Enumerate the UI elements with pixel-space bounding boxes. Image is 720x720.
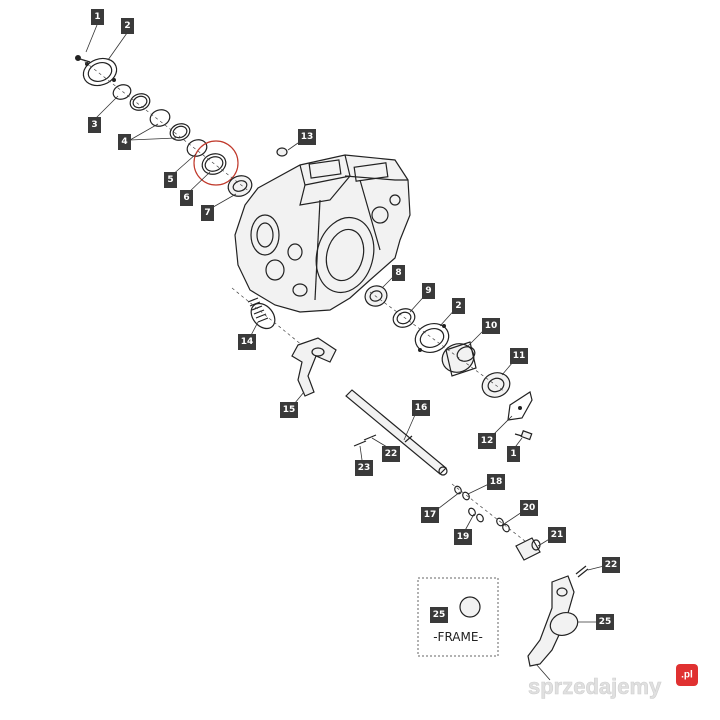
svg-text:18: 18 xyxy=(490,477,503,487)
highlight-circle xyxy=(193,140,239,186)
svg-text:3: 3 xyxy=(91,120,97,130)
callout-7: 7 xyxy=(201,205,214,221)
callout-16: 16 xyxy=(412,400,430,416)
svg-text:14: 14 xyxy=(241,337,254,347)
part-fork-15 xyxy=(291,337,337,397)
svg-text:20: 20 xyxy=(523,503,536,513)
watermark: sprzedajemy .pl xyxy=(528,664,698,699)
callout-23: 23 xyxy=(355,460,373,476)
part-pin-13 xyxy=(276,142,299,157)
callout-12: 12 xyxy=(478,433,496,449)
svg-text:16: 16 xyxy=(415,403,428,413)
callout-13: 13 xyxy=(298,129,316,145)
part-bearing-8 xyxy=(364,285,388,307)
part-pins-22-23 xyxy=(353,434,377,447)
part-retainer-plate-top xyxy=(82,57,118,87)
callout-2b: 2 xyxy=(452,298,465,314)
frame-box: -FRAME- xyxy=(417,577,499,657)
callout-1b: 1 xyxy=(507,446,520,462)
callout-22a: 22 xyxy=(382,446,400,462)
callout-11: 11 xyxy=(510,348,528,364)
svg-text:19: 19 xyxy=(457,532,470,542)
svg-text:.pl: .pl xyxy=(681,670,693,681)
callout-6: 6 xyxy=(180,190,193,206)
callout-15: 15 xyxy=(280,402,298,418)
callout-21: 21 xyxy=(548,527,566,543)
svg-text:2: 2 xyxy=(124,21,130,31)
callout-25a: 25 xyxy=(430,607,448,623)
part-pin-22b xyxy=(575,565,589,578)
part-cover-10 xyxy=(441,341,477,377)
svg-text:5: 5 xyxy=(167,175,173,185)
svg-text:8: 8 xyxy=(395,268,401,278)
svg-text:7: 7 xyxy=(204,208,210,218)
svg-text:1: 1 xyxy=(94,12,100,22)
frame-label: -FRAME- xyxy=(433,630,483,644)
svg-text:12: 12 xyxy=(481,436,494,446)
callout-22b: 22 xyxy=(602,557,620,573)
callout-19: 19 xyxy=(454,529,472,545)
part-screw-top xyxy=(75,55,91,63)
leader-lines xyxy=(85,24,609,681)
callout-3: 3 xyxy=(88,117,101,133)
svg-text:23: 23 xyxy=(358,463,371,473)
part-shaft-16 xyxy=(345,389,448,476)
svg-text:6: 6 xyxy=(183,193,189,203)
svg-text:25: 25 xyxy=(433,610,446,620)
part-small-rings xyxy=(454,485,510,533)
callout-8: 8 xyxy=(392,265,405,281)
callout-20: 20 xyxy=(520,500,538,516)
svg-text:4: 4 xyxy=(121,137,127,147)
svg-text:10: 10 xyxy=(485,321,498,331)
callout-2a: 2 xyxy=(121,18,134,34)
callout-9: 9 xyxy=(422,283,435,299)
part-collar-21 xyxy=(515,537,541,561)
callout-14: 14 xyxy=(238,334,256,350)
callout-4: 4 xyxy=(118,134,131,150)
part-plate-12 xyxy=(507,391,533,421)
svg-text:9: 9 xyxy=(425,286,431,296)
svg-text:2: 2 xyxy=(455,301,461,311)
svg-text:22: 22 xyxy=(605,560,618,570)
svg-text:11: 11 xyxy=(513,351,526,361)
transmission-housing xyxy=(234,154,411,313)
svg-text:15: 15 xyxy=(283,405,296,415)
callout-1a: 1 xyxy=(91,9,104,25)
part-screw-1b xyxy=(514,430,533,441)
svg-text:22: 22 xyxy=(385,449,398,459)
svg-text:sprzedajemy: sprzedajemy xyxy=(528,674,662,699)
callout-18: 18 xyxy=(487,474,505,490)
callout-25b: 25 xyxy=(596,614,614,630)
callout-10: 10 xyxy=(482,318,500,334)
part-knob-25 xyxy=(549,612,579,636)
svg-text:21: 21 xyxy=(551,530,564,540)
part-seal-9 xyxy=(392,308,416,328)
svg-text:13: 13 xyxy=(301,132,314,142)
callout-5: 5 xyxy=(164,172,177,188)
part-plate-2b xyxy=(414,323,450,353)
svg-text:1: 1 xyxy=(510,449,516,459)
svg-text:25: 25 xyxy=(599,617,612,627)
callout-17: 17 xyxy=(421,507,439,523)
part-bearing-7 xyxy=(227,175,253,197)
svg-text:17: 17 xyxy=(424,510,437,520)
